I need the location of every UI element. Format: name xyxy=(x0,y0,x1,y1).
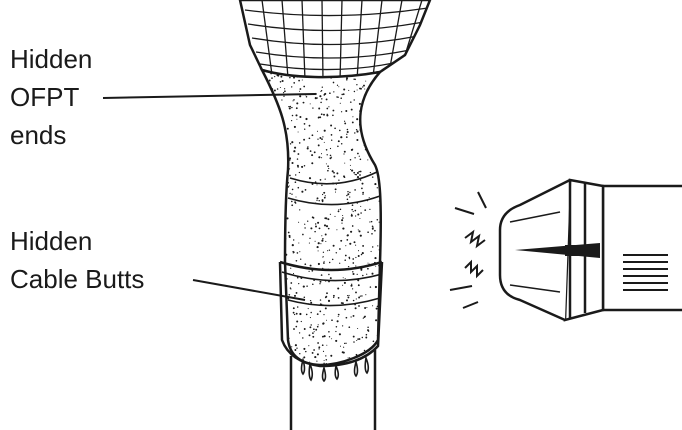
net-basket xyxy=(240,0,430,81)
label-line: Cable Butts xyxy=(10,260,144,298)
label-hidden-cable-butts: Hidden Cable Butts xyxy=(10,222,144,298)
label-line: Hidden xyxy=(10,40,92,78)
label-line: OFPT xyxy=(10,78,92,116)
label-line: Hidden xyxy=(10,222,144,260)
heat-gun-icon xyxy=(500,180,682,320)
label-line: ends xyxy=(10,116,92,154)
heat-marks xyxy=(450,192,486,308)
label-hidden-ofpt-ends: Hidden OFPT ends xyxy=(10,40,92,154)
shrink-tube xyxy=(261,70,385,365)
